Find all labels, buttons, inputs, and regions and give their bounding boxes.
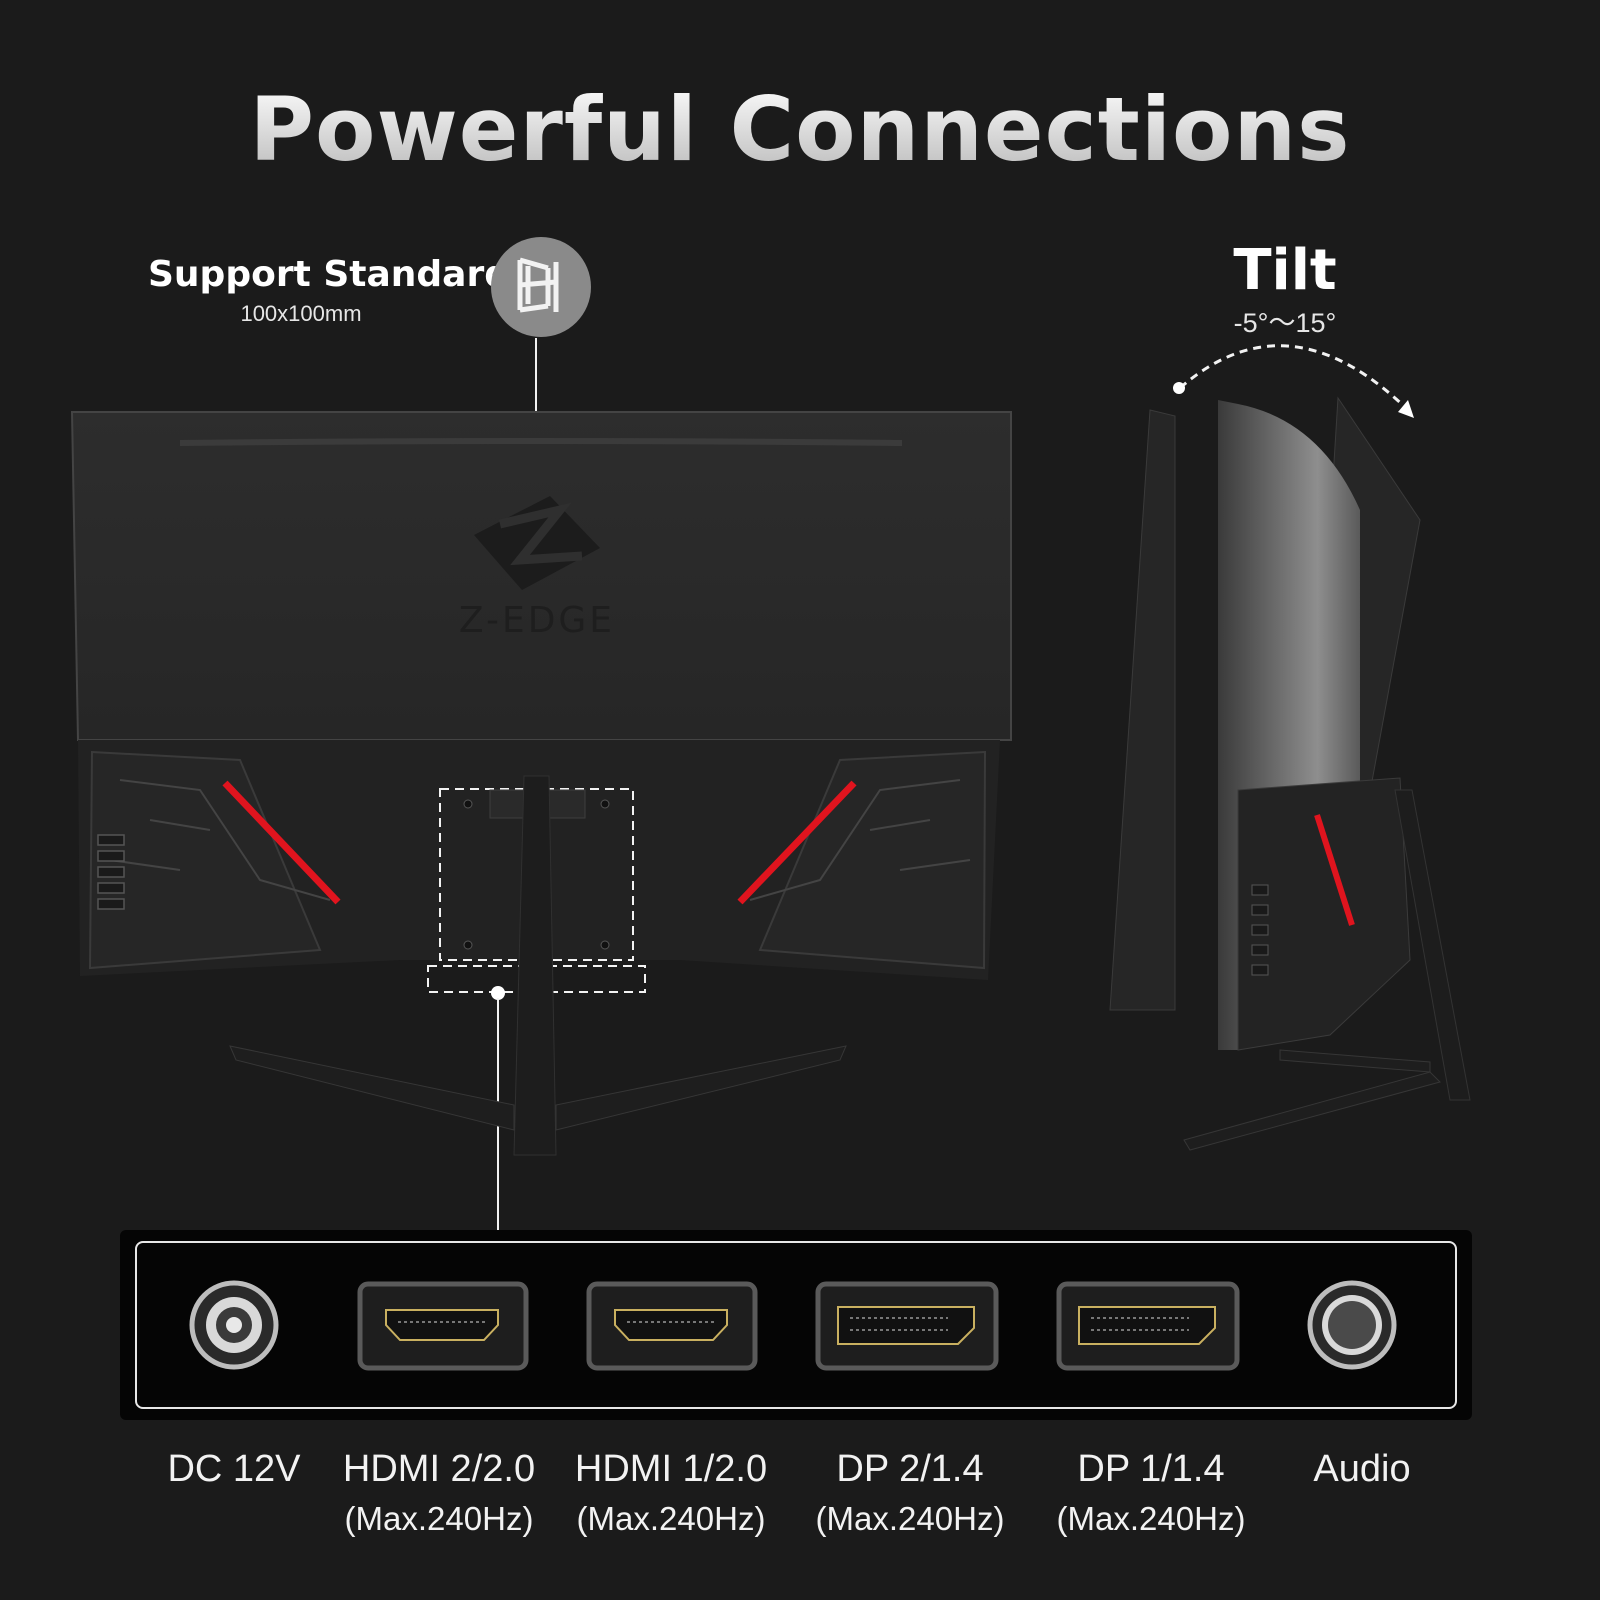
port-name: HDMI 1/2.0 xyxy=(574,1448,768,1490)
port-label-hdmi-2: HDMI 2/2.0 (Max.240Hz) xyxy=(324,1444,554,1544)
port-panel-frame xyxy=(135,1241,1457,1409)
port-label-dc: DC 12V xyxy=(119,1444,349,1494)
port-label-hdmi-1: HDMI 1/2.0 (Max.240Hz) xyxy=(556,1444,786,1544)
tilt-heading: Tilt xyxy=(1233,238,1337,303)
port-name: HDMI 2/2.0 xyxy=(342,1448,536,1490)
monitor-back-view: Z-EDGE xyxy=(70,411,1012,1232)
port-panel xyxy=(120,1230,1472,1420)
port-name: DC 12V xyxy=(167,1448,301,1490)
port-name: DP 1/1.4 xyxy=(1077,1448,1225,1490)
port-name: Audio xyxy=(1313,1448,1411,1490)
vesa-size: 100x100mm xyxy=(240,301,362,326)
tilt-callout: Tilt -5°～15° xyxy=(1180,238,1390,340)
port-label-dp-2: DP 2/1.4 (Max.240Hz) xyxy=(795,1444,1025,1544)
vesa-mount-icon xyxy=(491,237,591,337)
port-name: DP 2/1.4 xyxy=(836,1448,984,1490)
vesa-heading: Support Standard xyxy=(148,254,510,295)
port-label-audio: Audio xyxy=(1247,1444,1477,1494)
port-detail: (Max.240Hz) xyxy=(815,1500,1005,1537)
monitor-side-view xyxy=(1109,396,1471,1151)
port-detail: (Max.240Hz) xyxy=(344,1500,534,1537)
brand-logo: Z-EDGE xyxy=(459,496,615,641)
page-title: Powerful Connections xyxy=(0,78,1600,181)
vesa-callout: Support Standard 100x100mm xyxy=(148,254,510,327)
brand-logo-text: Z-EDGE xyxy=(459,600,615,641)
tilt-arc xyxy=(1179,344,1414,416)
port-label-dp-1: DP 1/1.4 (Max.240Hz) xyxy=(1036,1444,1266,1544)
port-detail: (Max.240Hz) xyxy=(576,1500,766,1537)
tilt-range: -5°～15° xyxy=(1233,308,1337,338)
tilt-arrow-icon xyxy=(1398,400,1414,418)
port-detail: (Max.240Hz) xyxy=(1056,1500,1246,1537)
